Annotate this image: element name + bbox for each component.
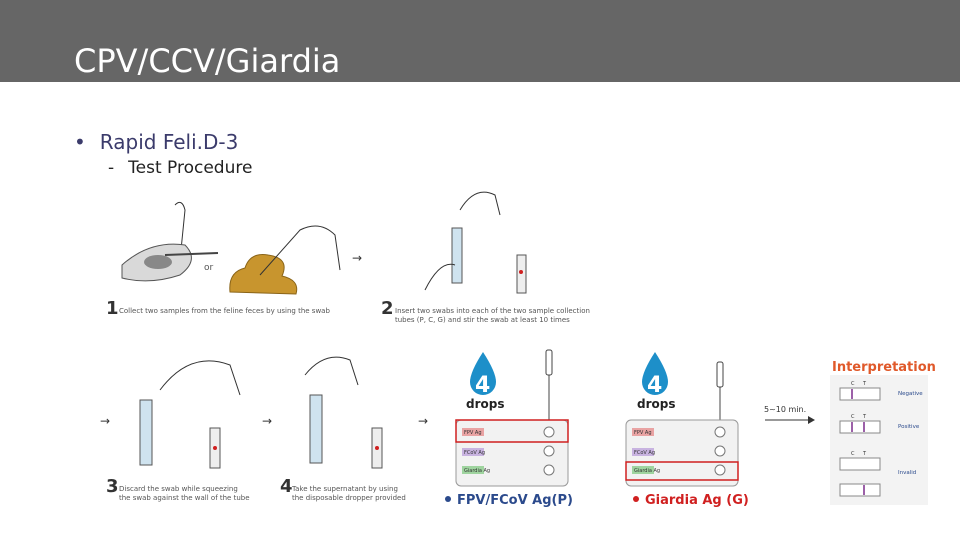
bullet-text: Rapid Feli.D-3 — [99, 130, 239, 154]
result-label: Invalid — [898, 470, 916, 476]
strip-label-1 — [462, 428, 484, 436]
strip-label-text: FCoV Ag — [634, 450, 655, 456]
strip-label-text: Giardia Ag — [634, 468, 660, 474]
sample-well-icon — [543, 426, 555, 438]
tube-label-icon — [519, 270, 523, 274]
dropper-icon — [545, 349, 553, 376]
tube-icon — [309, 394, 323, 464]
dash-icon: - — [108, 158, 115, 178]
sample-well-icon — [714, 426, 726, 438]
timer-label: 5~10 min. — [764, 405, 806, 414]
bullet-item: • Rapid Feli.D-3 — [74, 130, 238, 154]
strip-label-3 — [462, 466, 484, 474]
step-1-number: 1 — [106, 298, 119, 319]
step-2-illustration: 2 Insert two swabs into each of the two … — [381, 191, 590, 324]
device-2-legend: Giardia Ag (G) — [645, 493, 749, 508]
result-window — [839, 483, 881, 497]
step-3-illustration: 3 Discard the swab while squeezing the s… — [106, 360, 250, 502]
tube-label-icon — [375, 446, 379, 450]
hand-outline-icon — [259, 225, 341, 276]
sample-well-icon — [714, 464, 726, 476]
drop-label: drops — [466, 397, 504, 411]
line-t-label: T — [862, 451, 867, 457]
hand-outline-icon — [159, 360, 241, 396]
line-c-label: C — [851, 451, 855, 457]
dropper-icon — [716, 361, 724, 388]
strip-label-1 — [632, 428, 654, 436]
tube-icon — [139, 399, 153, 466]
hand-outline-icon — [459, 191, 501, 216]
step-4-illustration: 4 Take the supernatant by using the disp… — [280, 356, 406, 502]
arrow-right-icon: → — [418, 414, 428, 428]
drop-count: 4 — [475, 373, 490, 398]
title-bar — [0, 0, 960, 82]
line-c-label: C — [851, 414, 855, 420]
sub-bullet-item: -Test Procedure — [108, 158, 252, 178]
step-3-caption-line2: the swab against the wall of the tube — [119, 494, 250, 502]
swab-icon — [164, 252, 219, 256]
strip-label-text: FPV Ag — [464, 430, 482, 436]
strip-label-2 — [462, 448, 484, 456]
arrow-right-icon: → — [262, 414, 272, 428]
step-3-number: 3 — [106, 476, 119, 497]
step-4-number: 4 — [280, 476, 293, 497]
step-4-caption-line1: Take the supernatant by using — [291, 485, 398, 493]
step-3-caption-line1: Discard the swab while squeezing — [119, 485, 238, 493]
result-label: Positive — [898, 424, 920, 430]
tube-icon — [451, 227, 463, 284]
tube-label-icon — [213, 446, 217, 450]
line-c-label: C — [851, 381, 855, 387]
interpretation-panel: Interpretation C T Negative C T Positive… — [830, 360, 936, 505]
highlight-frame — [625, 461, 739, 481]
legend-dot-icon — [633, 496, 639, 502]
device-1: 4 drops FPV Ag FCoV Ag Giardia Ag FPV/FC… — [445, 349, 573, 508]
sample-well-icon — [543, 464, 555, 476]
interpretation-title: Interpretation — [832, 360, 936, 375]
drop-icon — [470, 352, 496, 395]
hand-outline-icon — [424, 263, 456, 291]
result-label: Negative — [898, 391, 923, 397]
highlight-frame — [455, 419, 569, 443]
arrow-head-icon — [808, 416, 815, 424]
arrow-right-icon: → — [100, 414, 110, 428]
slide-title: CPV/CCV/Giardia — [74, 42, 341, 80]
drop-label: drops — [637, 397, 675, 411]
line-t-label: T — [862, 414, 867, 420]
result-window — [839, 457, 881, 471]
legend-dot-icon — [445, 496, 451, 502]
step-2-caption-line1: Insert two swabs into each of the two sa… — [395, 307, 590, 315]
sub-bullet-text: Test Procedure — [128, 158, 253, 178]
sample-well-icon — [543, 445, 555, 457]
strip-label-text: Giardia Ag — [464, 468, 490, 474]
feces-icon — [229, 254, 298, 295]
strip-label-3 — [632, 466, 654, 474]
tail-outline-icon — [174, 201, 186, 261]
arrow-right-icon: → — [352, 251, 362, 265]
sample-well-icon — [714, 445, 726, 457]
result-window — [839, 420, 881, 434]
device-2: 4 drops FPV Ag FCoV Ag Giardia Ag Giardi… — [625, 352, 749, 508]
drop-count: 4 — [647, 373, 662, 398]
tube-icon — [516, 254, 527, 294]
hand-outline-icon — [304, 356, 359, 386]
strip-label-text: FPV Ag — [634, 430, 652, 436]
step-2-caption-line2: tubes (P, C, G) and stir the swab at lea… — [395, 316, 570, 324]
step-2-number: 2 — [381, 298, 394, 319]
step-1-illustration: or 1 Collect two samples from the feline… — [106, 201, 341, 319]
step-4-caption-line2: the disposable dropper provided — [292, 494, 406, 502]
strip-label-text: FCoV Ag — [464, 450, 485, 456]
or-label: or — [204, 263, 214, 273]
step-1-caption: Collect two samples from the feline fece… — [119, 307, 330, 315]
anus-icon — [144, 255, 172, 269]
line-t-label: T — [862, 381, 867, 387]
device-1-legend: FPV/FCoV Ag(P) — [457, 493, 573, 508]
result-window — [839, 387, 881, 401]
drop-icon — [642, 352, 668, 395]
bullet-dot-icon: • — [74, 130, 86, 154]
strip-label-2 — [632, 448, 654, 456]
